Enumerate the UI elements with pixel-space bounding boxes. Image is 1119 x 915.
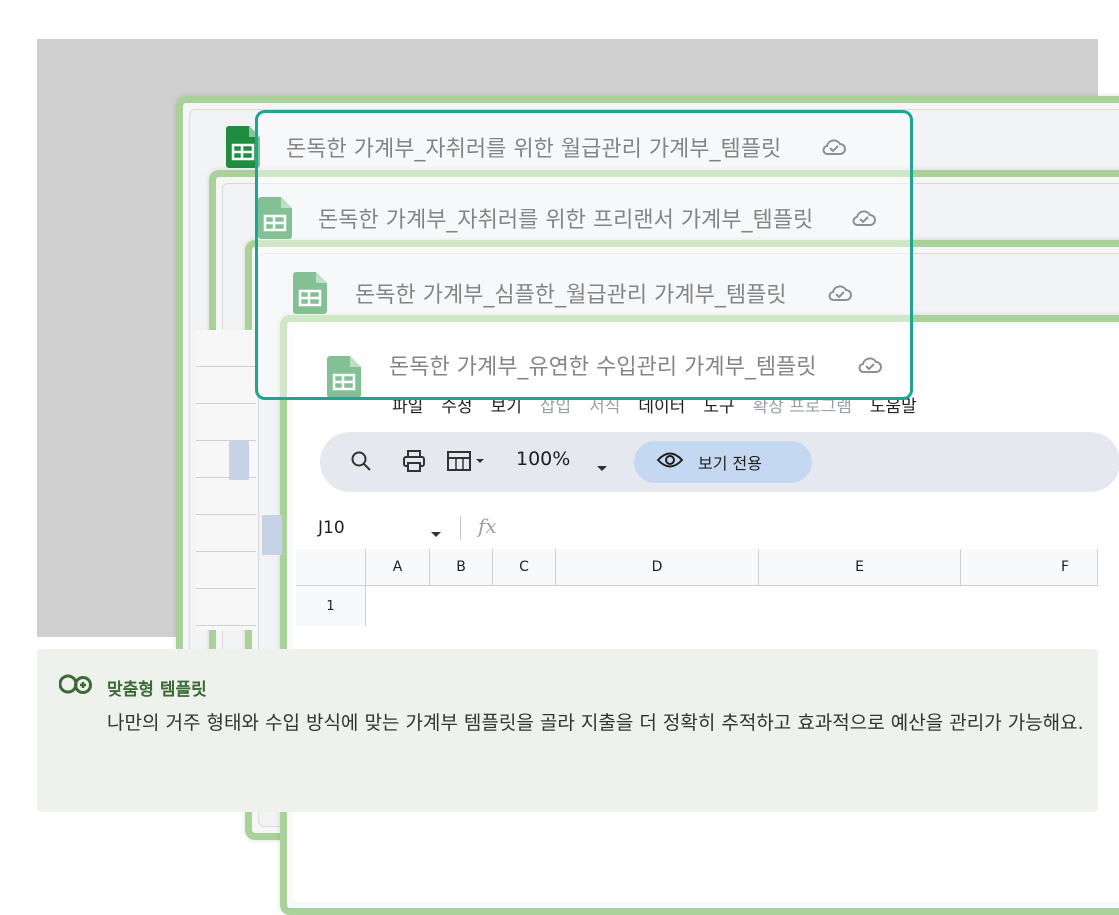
cell-reference[interactable]: J10 xyxy=(318,518,345,538)
fx-icon: fx xyxy=(478,514,497,538)
print-icon[interactable] xyxy=(402,450,426,477)
chevron-down-icon[interactable] xyxy=(430,524,442,544)
row-header[interactable]: 1 xyxy=(296,586,366,626)
template-icon xyxy=(58,673,93,699)
file-title-row-2[interactable]: 돈독한 가계부_자취러를 위한 프리랜서 가계부_템플릿 xyxy=(258,197,877,239)
divider xyxy=(460,516,461,540)
google-sheets-icon xyxy=(226,126,260,168)
column-header[interactable]: F xyxy=(961,549,1098,586)
file-title: 돈독한 가계부_자취러를 위한 프리랜서 가계부_템플릿 xyxy=(318,208,814,233)
cloud-saved-icon[interactable] xyxy=(857,354,883,376)
column-header[interactable]: E xyxy=(759,549,961,586)
file-title: 돈독한 가계부_심플한_월급관리 가계부_템플릿 xyxy=(355,283,787,308)
menu-data[interactable]: 데이터 xyxy=(638,397,686,417)
column-header[interactable]: B xyxy=(430,549,493,586)
file-title-row-4[interactable]: 돈독한 가계부_유연한 수입관리 가계부_템플릿 xyxy=(327,345,883,398)
zoom-level[interactable]: 100% xyxy=(516,448,571,470)
back-grid-highlight xyxy=(229,440,249,480)
cloud-saved-icon[interactable] xyxy=(851,207,877,229)
feature-callout: 맞춤형 템플릿 나만의 거주 형태와 수입 방식에 맞는 가계부 템플릿을 골라… xyxy=(37,649,1098,812)
selection-highlight-frame xyxy=(255,110,913,400)
menu-edit[interactable]: 수정 xyxy=(441,397,473,417)
menu-extensions[interactable]: 확장 프로그램 xyxy=(752,397,852,417)
column-header[interactable]: C xyxy=(493,549,556,586)
menu-view[interactable]: 보기 xyxy=(490,397,522,417)
callout-body: 나만의 거주 형태와 수입 방식에 맞는 가계부 템플릿을 골라 지출을 더 정… xyxy=(107,712,1084,734)
menu-insert[interactable]: 삽입 xyxy=(539,397,572,417)
select-all-corner[interactable] xyxy=(296,549,366,586)
eye-icon xyxy=(656,451,684,473)
search-icon[interactable] xyxy=(350,450,372,477)
menu-bar: 파일 수정 보기 삽입 서식 데이터 도구 확장 프로그램 도움말 xyxy=(392,392,935,417)
callout-title: 맞춤형 템플릿 xyxy=(107,680,207,700)
formula-bar: J10 fx xyxy=(298,508,1098,548)
menu-file[interactable]: 파일 xyxy=(392,397,424,417)
google-sheets-icon xyxy=(293,272,327,314)
google-sheets-icon xyxy=(327,356,361,398)
chevron-down-icon[interactable] xyxy=(596,456,608,478)
google-sheets-icon xyxy=(258,197,292,239)
back-grid-fragment xyxy=(196,330,256,630)
column-header[interactable]: D xyxy=(556,549,759,586)
view-only-chip[interactable]: 보기 전용 xyxy=(634,441,812,483)
cloud-saved-icon[interactable] xyxy=(827,282,853,304)
menu-format[interactable]: 서식 xyxy=(589,397,621,417)
back-grid-highlight xyxy=(262,515,282,555)
format-icon[interactable] xyxy=(446,450,486,477)
file-title-row-1[interactable]: 돈독한 가계부_자취러를 위한 월급관리 가계부_템플릿 xyxy=(226,126,847,168)
file-title: 돈독한 가계부_유연한 수입관리 가계부_템플릿 xyxy=(389,355,817,380)
menu-tools[interactable]: 도구 xyxy=(703,397,735,417)
sheet-grid: A B C D E F 1 xyxy=(296,549,1098,637)
menu-help[interactable]: 도움말 xyxy=(869,397,917,417)
column-header[interactable]: A xyxy=(366,549,430,586)
file-title: 돈독한 가계부_자취러를 위한 월급관리 가계부_템플릿 xyxy=(286,137,782,162)
file-title-row-3[interactable]: 돈독한 가계부_심플한_월급관리 가계부_템플릿 xyxy=(293,272,853,314)
view-only-label: 보기 전용 xyxy=(698,454,762,473)
cloud-saved-icon[interactable] xyxy=(821,136,847,158)
